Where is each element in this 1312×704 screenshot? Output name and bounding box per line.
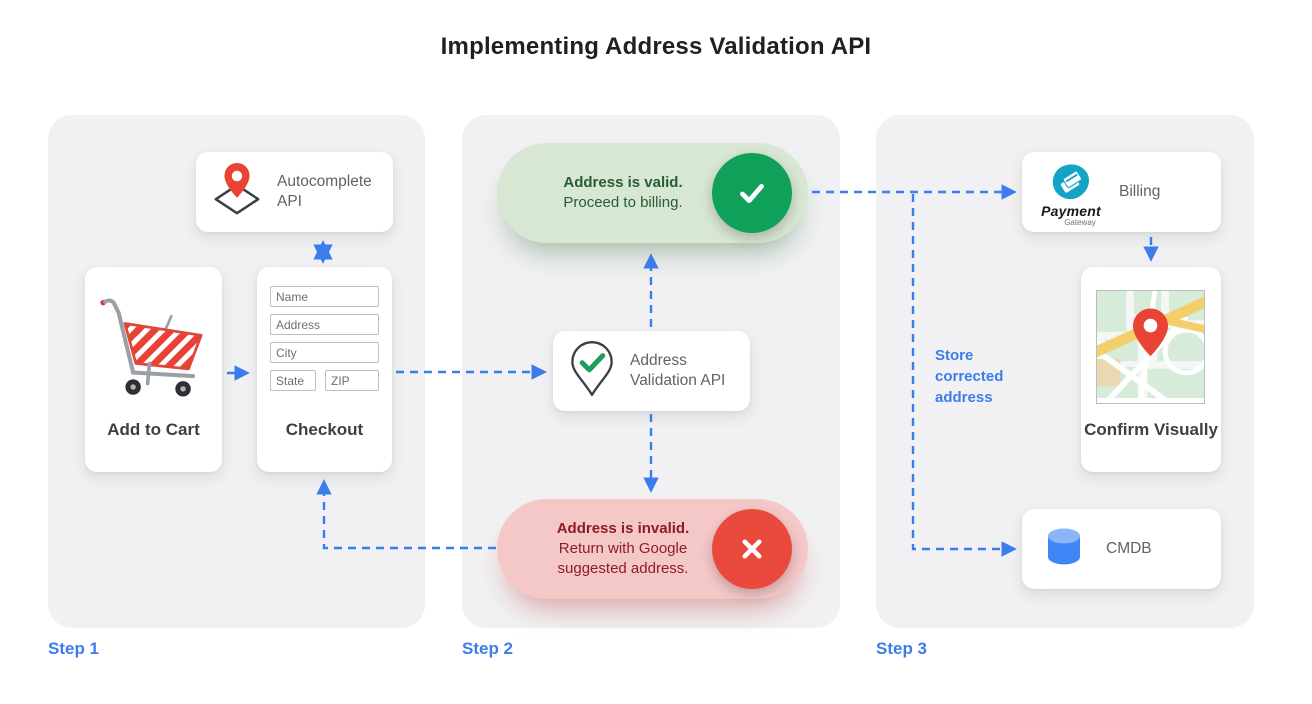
valid-title: Address is valid. bbox=[563, 173, 683, 191]
autocomplete-api-card: Autocomplete API bbox=[196, 152, 393, 232]
address-validation-api-label: Address Validation API bbox=[630, 351, 726, 389]
shopping-cart-icon bbox=[95, 289, 213, 412]
billing-card: Payment Gateway Billing bbox=[1022, 152, 1221, 232]
zip-field: ZIP bbox=[325, 370, 379, 391]
confirm-visually-label: Confirm Visually bbox=[1084, 420, 1218, 439]
name-field: Name bbox=[270, 286, 379, 307]
cmdb-card: CMDB bbox=[1022, 509, 1221, 589]
address-validation-api-card: Address Validation API bbox=[553, 331, 750, 411]
pin-with-check-icon bbox=[567, 339, 617, 404]
page-title: Implementing Address Validation API bbox=[440, 33, 872, 60]
address-field: Address bbox=[270, 314, 379, 335]
payment-logo-subtitle: Gateway bbox=[1064, 218, 1096, 227]
valid-subtitle: Proceed to billing. bbox=[563, 194, 683, 211]
cross-icon bbox=[712, 509, 792, 589]
add-to-cart-card: Add to Cart bbox=[85, 267, 222, 472]
state-field: State bbox=[270, 370, 316, 391]
add-to-cart-label: Add to Cart bbox=[107, 420, 200, 439]
database-cylinder-icon bbox=[1042, 525, 1086, 574]
checkout-form: Name Address City State ZIP bbox=[270, 286, 379, 398]
invalid-subtitle: Return with Google suggested address. bbox=[557, 539, 689, 578]
confirm-visually-card: Confirm Visually bbox=[1081, 267, 1221, 472]
payment-gateway-logo: Payment Gateway bbox=[1036, 161, 1106, 227]
billing-label: Billing bbox=[1119, 182, 1161, 200]
address-valid-pill: Address is valid. Proceed to billing. bbox=[497, 143, 808, 243]
cmdb-label: CMDB bbox=[1106, 539, 1152, 557]
payment-logo-title: Payment bbox=[1041, 203, 1101, 219]
step1-label: Step 1 bbox=[48, 639, 100, 658]
address-invalid-pill: Address is invalid. Return with Google s… bbox=[497, 499, 808, 599]
store-corrected-address-note: Store corrected address bbox=[935, 347, 1004, 406]
checkout-card: Name Address City State ZIP Checkout bbox=[257, 267, 392, 472]
check-icon bbox=[712, 153, 792, 233]
autocomplete-api-label: Autocomplete API bbox=[277, 172, 372, 210]
step2-label: Step 2 bbox=[462, 639, 514, 658]
map-pin-on-diamond-icon bbox=[210, 161, 264, 224]
invalid-title: Address is invalid. bbox=[556, 519, 690, 537]
city-field: City bbox=[270, 342, 379, 363]
step3-label: Step 3 bbox=[876, 639, 928, 658]
map-preview-with-pin bbox=[1090, 285, 1211, 404]
checkout-label: Checkout bbox=[285, 420, 364, 439]
